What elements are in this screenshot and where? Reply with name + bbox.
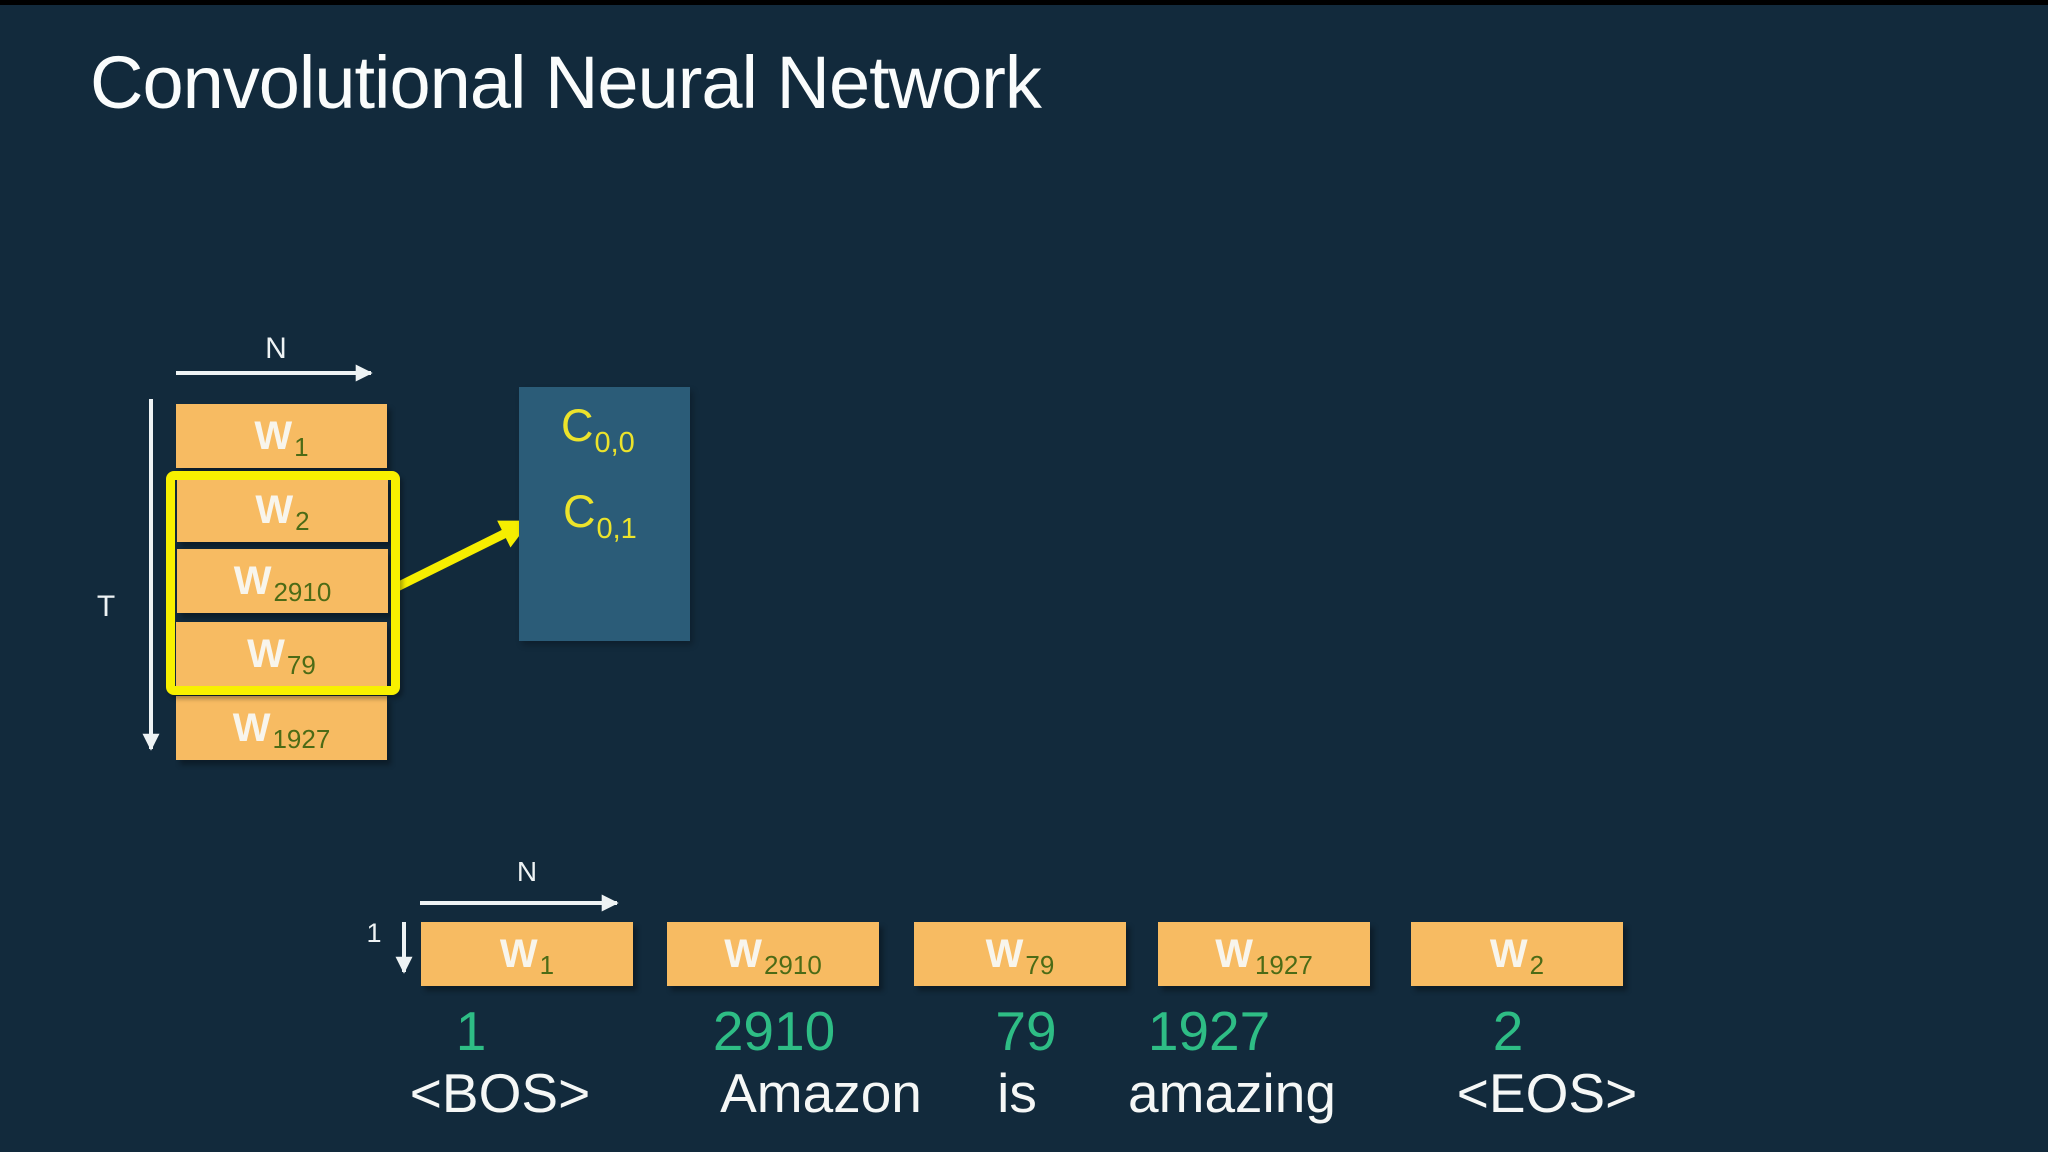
embedding-symbol: W [985, 932, 1024, 976]
page-title: Convolutional Neural Network [90, 41, 1042, 124]
embedding-symbol: W [1215, 932, 1253, 976]
output-subscript: 0,0 [594, 427, 635, 459]
row-symbol: W [255, 488, 294, 532]
conv-output-box [519, 387, 690, 641]
row-height-label: 1 [366, 918, 382, 948]
conv-output-c01: C0,1 [563, 486, 637, 544]
conv-output-c00: C0,0 [561, 400, 635, 458]
t-axis-label: T [96, 590, 116, 623]
token-word: <EOS> [1456, 1062, 1638, 1124]
row-symbol: W [233, 559, 272, 603]
token-word: Amazon [720, 1062, 922, 1124]
token-id: 2 [1492, 1000, 1524, 1062]
output-symbol: C [561, 400, 594, 451]
embedding-symbol: W [724, 932, 762, 976]
token-word: <BOS> [409, 1062, 591, 1124]
row-symbol: W [247, 632, 285, 676]
row-subscript: 2 [295, 506, 310, 536]
row-symbol: W [254, 414, 293, 458]
embedding-subscript: 2 [1529, 950, 1545, 980]
output-subscript: 0,1 [596, 513, 637, 545]
embedding-subscript: 2910 [763, 950, 822, 980]
token-id: 79 [995, 1000, 1057, 1062]
token-id: 1927 [1147, 1000, 1271, 1062]
row-subscript: 1927 [272, 724, 331, 754]
n-axis-label-top: N [265, 332, 287, 365]
row-symbol: W [232, 706, 271, 750]
conv-window-highlight [166, 471, 400, 695]
embedding-subscript: 79 [1025, 950, 1055, 980]
token-word: amazing [1128, 1062, 1336, 1124]
conv-window-arrow [394, 517, 531, 592]
n-axis-label-bottom: N [516, 856, 538, 887]
token-word: is [997, 1062, 1037, 1124]
embedding-subscript: 1927 [1254, 950, 1313, 980]
row-subscript: 1 [294, 432, 309, 462]
embedding-symbol: W [499, 932, 538, 976]
top-black-strip [0, 0, 2048, 5]
output-symbol: C [563, 486, 596, 537]
token-id: 2910 [712, 1000, 836, 1062]
row-subscript: 79 [286, 650, 316, 680]
embedding-symbol: W [1489, 932, 1528, 976]
token-id: 1 [455, 1000, 487, 1062]
embedding-subscript: 1 [539, 950, 555, 980]
row-subscript: 2910 [273, 577, 332, 607]
